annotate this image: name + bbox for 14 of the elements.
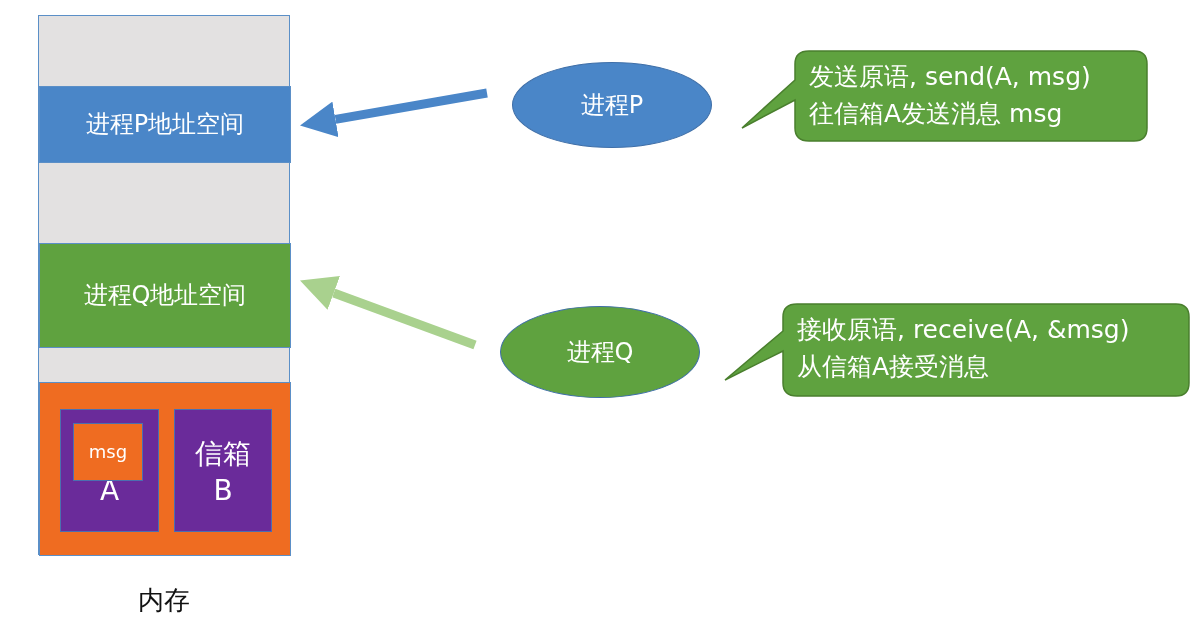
block-arrow [300,88,488,138]
process-ellipse: 进程P [512,62,712,148]
speech-bubble: 发送原语, send(A, msg) 往信箱A发送消息 msg [742,50,1148,142]
address-space-band: 进程P地址空间 [39,86,291,163]
block-arrow [300,276,477,350]
message-box: msg [73,423,143,481]
mailbox-box [60,409,159,532]
mailbox-box [174,409,272,532]
speech-bubble: 接收原语, receive(A, &msg) 从信箱A接受消息 [725,303,1190,397]
mailbox-label: 信箱B [194,436,252,509]
kernel-space-band [39,382,291,556]
memory-label: 内存 [137,584,191,617]
process-ellipse: 进程Q [500,306,700,398]
address-space-band: 进程Q地址空间 [39,243,291,348]
